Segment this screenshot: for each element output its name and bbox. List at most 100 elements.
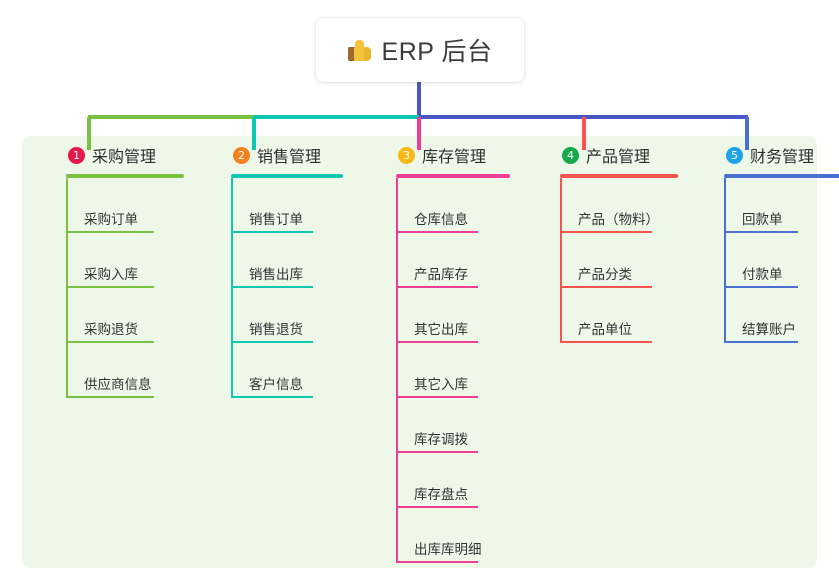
sub-item-underline (724, 231, 798, 233)
root-node-label: ERP 后台 (381, 38, 493, 66)
branch-header-1[interactable]: 1 采购管理 (52, 136, 184, 174)
sub-item[interactable]: 结算账户 (724, 288, 839, 343)
sub-item[interactable]: 付款单 (724, 233, 839, 288)
branch-spine (560, 178, 562, 343)
branch-number-badge: 4 (562, 146, 579, 164)
sub-item-label: 销售退货 (249, 322, 303, 337)
sub-item-underline (560, 286, 652, 288)
branch-column-3: 3 库存管理仓库信息产品库存其它出库其它入库库存调拨库存盘点出库库明细 (382, 136, 510, 563)
sub-item-label: 供应商信息 (84, 377, 152, 392)
branch-header-rule (560, 174, 678, 178)
branch-title: 库存管理 (422, 149, 487, 166)
branch-column-1: 1 采购管理采购订单采购入库采购退货供应商信息 (52, 136, 184, 398)
sub-item-underline (724, 286, 798, 288)
sub-item-label: 结算账户 (742, 322, 796, 337)
sub-item-underline (560, 231, 652, 233)
sub-item[interactable]: 产品（物料） (560, 178, 678, 233)
root-node[interactable]: ERP 后台 (316, 18, 524, 82)
branch-columns: 1 采购管理采购订单采购入库采购退货供应商信息 2 销售管理销售订单销售出库销售退货客… (22, 136, 839, 568)
branch-number-badge: 5 (726, 146, 743, 164)
branch-column-2: 2 销售管理销售订单销售出库销售退货客户信息 (217, 136, 343, 398)
sub-item-label: 客户信息 (249, 377, 303, 392)
branch-header-2[interactable]: 2 销售管理 (217, 136, 343, 174)
sub-item-label: 库存调拨 (414, 432, 468, 447)
sub-item-underline (396, 231, 478, 233)
branch-sub-list: 仓库信息产品库存其它出库其它入库库存调拨库存盘点出库库明细 (396, 178, 510, 563)
sub-item-label: 采购退货 (84, 322, 138, 337)
sub-item-underline (231, 396, 313, 398)
branch-title: 采购管理 (92, 149, 157, 166)
sub-item[interactable]: 回款单 (724, 178, 839, 233)
sub-item-label: 产品分类 (578, 267, 632, 282)
branch-spine (396, 178, 398, 563)
sub-item-label: 出库库明细 (414, 542, 482, 557)
sub-item-underline (396, 396, 478, 398)
sub-item[interactable]: 采购退货 (66, 288, 184, 343)
branch-title: 产品管理 (586, 149, 651, 166)
sub-item-underline (396, 286, 478, 288)
sub-item[interactable]: 销售退货 (231, 288, 343, 343)
sub-item[interactable]: 采购订单 (66, 178, 184, 233)
sub-item[interactable]: 其它入库 (396, 343, 510, 398)
sub-item-label: 销售订单 (249, 212, 303, 227)
branch-number-badge: 3 (398, 146, 415, 164)
branch-column-4: 4 产品管理产品（物料） 产品分类产品单位 (546, 136, 678, 343)
sub-item-underline (396, 341, 478, 343)
sub-item-underline (396, 451, 478, 453)
sub-item-underline (231, 231, 313, 233)
sub-item-label: 其它出库 (414, 322, 468, 337)
branch-spine (66, 178, 68, 398)
thumbs-up-icon (347, 39, 373, 62)
sub-item[interactable]: 采购入库 (66, 233, 184, 288)
branch-sub-list: 销售订单销售出库销售退货客户信息 (231, 178, 343, 398)
sub-item[interactable]: 产品库存 (396, 233, 510, 288)
branch-header-rule (724, 174, 839, 178)
sub-item-label: 销售出库 (249, 267, 303, 282)
branch-number-badge: 1 (68, 146, 85, 164)
sub-item[interactable]: 其它出库 (396, 288, 510, 343)
sub-item[interactable]: 库存盘点 (396, 453, 510, 508)
sub-item-underline (66, 286, 154, 288)
sub-item[interactable]: 仓库信息 (396, 178, 510, 233)
sub-item[interactable]: 销售订单 (231, 178, 343, 233)
sub-item-label: 付款单 (742, 267, 783, 282)
sub-item-label: 回款单 (742, 212, 783, 227)
branch-sub-list: 回款单付款单结算账户 (724, 178, 839, 343)
sub-item[interactable]: 客户信息 (231, 343, 343, 398)
sub-item[interactable]: 库存调拨 (396, 398, 510, 453)
branch-title: 销售管理 (257, 149, 322, 166)
branch-spine (724, 178, 726, 343)
branch-header-3[interactable]: 3 库存管理 (382, 136, 510, 174)
sub-item[interactable]: 产品单位 (560, 288, 678, 343)
sub-item-label: 产品（物料） (578, 212, 659, 227)
sub-item[interactable]: 产品分类 (560, 233, 678, 288)
branch-sub-list: 采购订单采购入库采购退货供应商信息 (66, 178, 184, 398)
sub-item[interactable]: 销售出库 (231, 233, 343, 288)
sub-item-underline (66, 231, 154, 233)
sub-item-underline (396, 506, 478, 508)
sub-item-label: 采购订单 (84, 212, 138, 227)
branch-header-rule (66, 174, 184, 178)
branch-sub-list: 产品（物料） 产品分类产品单位 (560, 178, 678, 343)
sub-item-underline (396, 561, 478, 563)
branch-title: 财务管理 (750, 149, 815, 166)
sub-item-underline (66, 341, 154, 343)
sub-item[interactable]: 出库库明细 (396, 508, 510, 563)
sub-item-underline (231, 341, 313, 343)
sub-item[interactable]: 供应商信息 (66, 343, 184, 398)
sub-item-underline (560, 341, 652, 343)
branch-header-rule (231, 174, 343, 178)
sub-item-underline (231, 286, 313, 288)
sub-item-label: 库存盘点 (414, 487, 468, 502)
sub-item-underline (66, 396, 154, 398)
diagram-panel-background (22, 136, 817, 568)
sub-item-label: 其它入库 (414, 377, 468, 392)
branch-header-4[interactable]: 4 产品管理 (546, 136, 678, 174)
branch-header-5[interactable]: 5 财务管理 (710, 136, 839, 174)
sub-item-label: 采购入库 (84, 267, 138, 282)
branch-header-rule (396, 174, 510, 178)
branch-number-badge: 2 (233, 146, 250, 164)
branch-spine (231, 178, 233, 398)
sub-item-label: 产品库存 (414, 267, 468, 282)
branch-column-5: 5 财务管理回款单付款单结算账户 (710, 136, 839, 343)
